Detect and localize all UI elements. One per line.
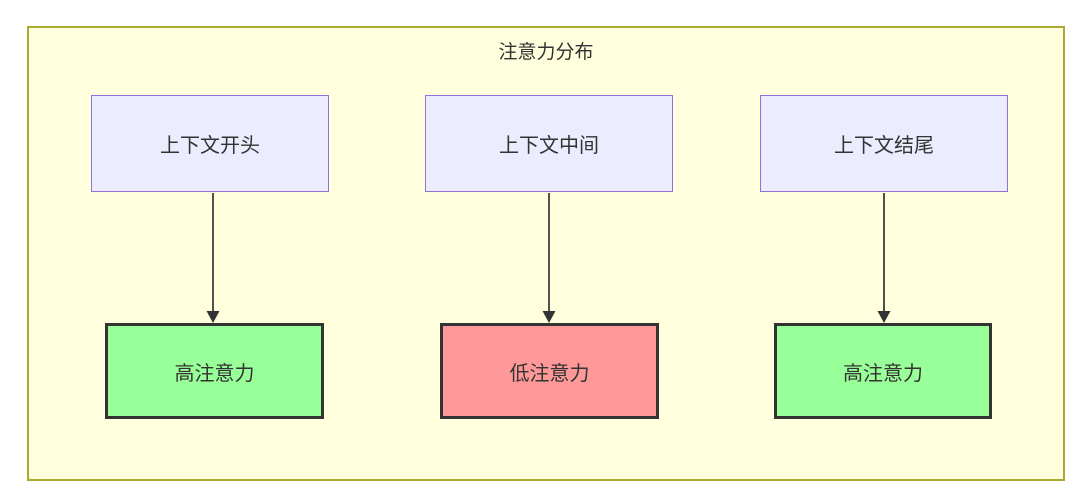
node-low-attention-middle: 低注意力: [440, 323, 659, 419]
arrow-end-to-high: [877, 193, 891, 323]
node-context-middle: 上下文中间: [425, 95, 673, 192]
diagram-title: 注意力分布: [498, 42, 594, 63]
node-context-beginning: 上下文开头: [91, 95, 329, 192]
node-high-attention-left: 高注意力: [105, 323, 324, 419]
node-context-end: 上下文结尾: [760, 95, 1008, 192]
node-high-attention-right: 高注意力: [774, 323, 992, 419]
arrow-middle-to-low: [542, 193, 556, 323]
arrow-begin-to-high: [206, 193, 220, 323]
subgraph-attention-distribution: 注意力分布 上下文开头 上下文中间 上下文结尾 高注意力 低注意力 高注意力: [27, 26, 1065, 481]
